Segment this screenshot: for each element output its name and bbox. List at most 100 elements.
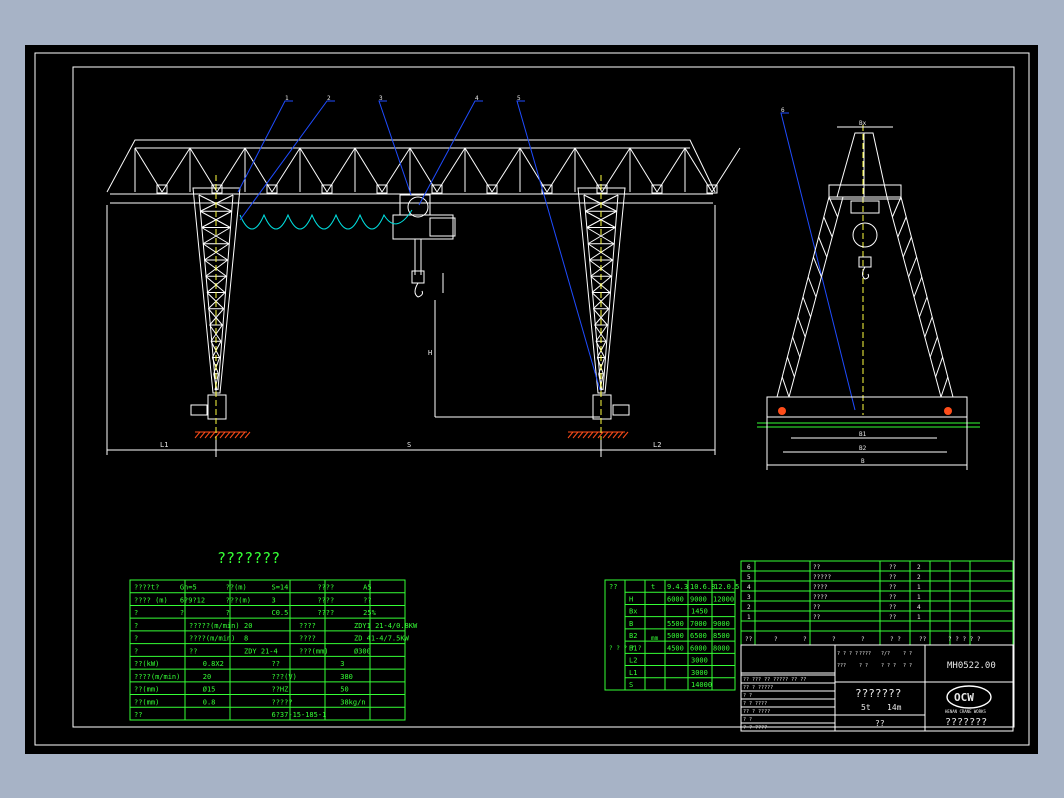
size-row-label: B (629, 620, 633, 628)
balloon-4: 4 (475, 95, 479, 102)
size-header-cell: 12.0.5 (714, 583, 739, 591)
size-cell: 8000 (713, 644, 730, 652)
balloon-3: 3 (379, 95, 383, 102)
dim-s: S (407, 441, 411, 449)
company-name: ??????? (945, 717, 987, 728)
parts-cell: 5 (747, 574, 751, 581)
size-side-label: ? ? ? ? ? (609, 645, 642, 652)
spec-cell: ??(kW) (134, 660, 159, 668)
balloon-1: 1 (285, 95, 289, 102)
title-block-cell: ? ? (859, 663, 868, 669)
parts-cell: ????? (813, 574, 831, 581)
title-block-cell: ???? (859, 651, 871, 657)
dim-l2: L2 (653, 441, 661, 449)
parts-header: ? ? (890, 636, 901, 643)
company-logo (946, 685, 992, 709)
parts-header: ? (832, 636, 836, 643)
parts-header: ?? (745, 636, 753, 643)
title-block-cell: ??? (837, 663, 846, 669)
spec-cell: Gn=5 (180, 584, 197, 592)
ground-hatch (194, 431, 629, 439)
spec-cell: ??(mm) (134, 698, 159, 706)
size-cell: 8500 (713, 632, 730, 640)
spec-cell: ???? (317, 609, 334, 617)
parts-cell: ???? (813, 584, 828, 591)
title-block-cell: ?/? (881, 651, 890, 657)
spec-cell: 50 (340, 686, 348, 694)
title-block-row: ?? ??? ?? ????? ?? ?? (743, 677, 806, 683)
size-cell: 3000 (691, 669, 708, 677)
spec-table (129, 579, 406, 721)
size-row-label: H (629, 595, 633, 603)
title-block-row: ? ? ???? (743, 725, 767, 731)
parts-cell: 1 (917, 584, 921, 591)
parts-cell: 3 (747, 594, 751, 601)
spec-cell: ?????(m/min) (189, 622, 240, 630)
spec-cell: 3 (272, 596, 276, 604)
title-block-row: ?? ? ????? (743, 685, 773, 691)
spec-cell: ???? (m) (134, 596, 168, 604)
spec-cell: ??(m) (226, 584, 247, 592)
spec-cell: ?? (363, 596, 371, 604)
parts-cell: ?? (889, 604, 897, 611)
size-header-cell: 9.4.3 (667, 583, 688, 591)
size-cell: 1450 (691, 608, 708, 616)
parts-header: ? (977, 636, 981, 643)
parts-cell: 1 (747, 614, 751, 621)
spec-cell: ZDY1 21-4/0.8KW (354, 622, 418, 630)
parts-cell: 6 (747, 564, 751, 571)
spec-cell: ???(mm) (299, 647, 329, 655)
side-view (766, 132, 968, 418)
size-row-label: B2 (629, 632, 637, 640)
size-cell: 9000 (690, 595, 707, 603)
size-header-cell: 10.6.8 (690, 583, 715, 591)
product-name: ??????? (855, 687, 901, 700)
spec-cell: ????(m/min) (134, 673, 180, 681)
spec-cell: ????t? (134, 584, 159, 592)
spec-cell: C0.5 (272, 609, 289, 617)
size-cell: 5000 (667, 632, 684, 640)
size-header-cell: ?? (609, 583, 617, 591)
size-cell: 6500 (690, 632, 707, 640)
span: 14m (887, 703, 902, 712)
drawing-number: MH0522.00 (947, 661, 996, 671)
spec-cell: ???(m) (226, 596, 251, 604)
size-cell: 5500 (667, 620, 684, 628)
spec-cell: 25% (363, 609, 376, 617)
spec-cell: 20 (244, 622, 252, 630)
spec-cell: A5 (363, 584, 371, 592)
parts-cell: ?? (889, 574, 897, 581)
spec-cell: ? (226, 609, 230, 617)
side-dimensions (766, 126, 968, 470)
remark: ?? (875, 719, 885, 728)
parts-cell: 1 (917, 594, 921, 601)
title-block-row: ? ? (743, 693, 752, 699)
title-block-cell: ? ? (903, 663, 912, 669)
spec-cell: 380 (340, 673, 353, 681)
size-cell: 9000 (713, 620, 730, 628)
title-block-left-text: ?? ??? ?? ????? ?? ???? ? ?????? ?? ? ??… (743, 651, 912, 731)
front-view (106, 139, 741, 420)
dim-l1: L1 (160, 441, 168, 449)
parts-cell: 2 (917, 564, 921, 571)
size-row-label: B1 (629, 644, 637, 652)
spec-cell: ??HZ (272, 686, 289, 694)
parts-header: ? (861, 636, 865, 643)
size-row-label: S (629, 681, 633, 689)
capacity: 5t (861, 703, 871, 712)
spec-cell: ?? (189, 647, 197, 655)
inner-frame (72, 66, 1015, 728)
spec-cell: 8 (244, 635, 248, 643)
parts-header: ? (803, 636, 807, 643)
spec-cell: ???? (317, 584, 334, 592)
size-cell: 6000 (690, 644, 707, 652)
parts-cell: 4 (917, 604, 921, 611)
spec-cell: S=14 (272, 584, 289, 592)
spec-cell: ZDY 21-4 (244, 647, 278, 655)
spec-cell: ZD 41-4/7.5KW (354, 635, 410, 643)
title-block-cell: ? ? (903, 651, 912, 657)
dim-h: H (428, 349, 432, 357)
spec-cell: ????(m/min) (189, 635, 235, 643)
size-cell: 4500 (667, 644, 684, 652)
parts-cell: 4 (747, 584, 751, 591)
